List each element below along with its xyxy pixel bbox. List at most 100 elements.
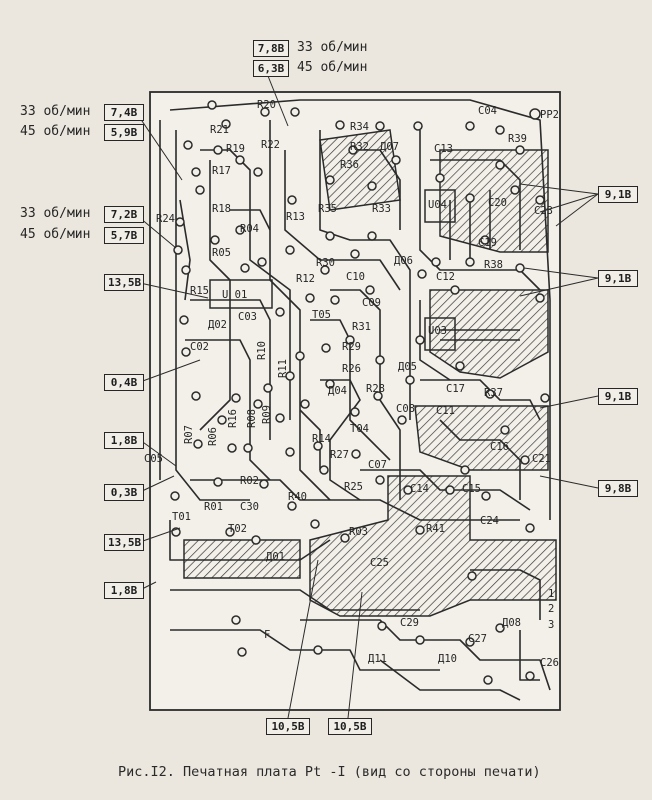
label-D07: Д07 [380, 141, 399, 153]
rpm-label-left-1b: 45 об/мин [20, 124, 91, 139]
label-D10: Д10 [438, 653, 457, 665]
voltage-box-left-6: 0,3В [104, 484, 144, 501]
label-R06: R06 [207, 427, 219, 446]
voltage-box-left-4: 0,4В [104, 374, 144, 391]
label-C15: C15 [462, 483, 481, 495]
label-R37: R37 [484, 387, 503, 399]
voltage-box-left-1a: 7,4В [104, 104, 144, 121]
label-D08: Д08 [502, 617, 521, 629]
label-R28: R28 [366, 383, 385, 395]
label-C30: C30 [240, 501, 259, 513]
label-R33: R33 [372, 203, 391, 215]
label-T05: Т05 [312, 309, 331, 321]
solder-pads [170, 100, 550, 685]
voltage-box-bottom-1: 10,5В [266, 718, 310, 735]
ic-outlines [209, 189, 456, 351]
label-R38: R38 [484, 259, 503, 271]
leader-lines [139, 75, 599, 719]
label-R07: R07 [183, 425, 195, 444]
label-pin2: 2 [548, 603, 554, 615]
label-D11: Д11 [368, 653, 387, 665]
voltage-box-top-2: 6,3В [253, 60, 289, 77]
label-pin3: 3 [548, 619, 554, 631]
label-C09: C09 [362, 297, 381, 309]
label-C05: C05 [144, 453, 163, 465]
label-pin1: 1 [548, 588, 554, 600]
label-R36: R36 [340, 159, 359, 171]
label-F: F [264, 629, 270, 641]
voltage-box-bottom-2: 10,5В [328, 718, 372, 735]
label-R32: R32 [350, 141, 369, 153]
label-C07: C07 [368, 459, 387, 471]
label-PP2: PP2 [540, 109, 559, 121]
label-R18: R18 [212, 203, 231, 215]
label-T04: Т04 [350, 423, 369, 435]
label-R35: R35 [318, 203, 337, 215]
rpm-label-left-1a: 33 об/мин [20, 104, 91, 119]
label-R25: R25 [344, 481, 363, 493]
label-C13: C13 [434, 143, 453, 155]
label-D04: Д04 [328, 385, 347, 397]
label-R05: R05 [212, 247, 231, 259]
label-R11: R11 [277, 359, 289, 378]
label-C14: C14 [410, 483, 429, 495]
voltage-box-left-2a: 7,2В [104, 206, 144, 223]
label-R24: R24 [156, 213, 175, 225]
label-R08: R08 [246, 409, 258, 428]
label-R09: R09 [261, 405, 273, 424]
label-D01: Д01 [266, 551, 285, 563]
voltage-box-left-8: 1,8В [104, 582, 144, 599]
label-R26: R26 [342, 363, 361, 375]
voltage-box-left-2b: 5,7В [104, 227, 144, 244]
label-C16: C16 [490, 441, 509, 453]
label-C11: C11 [436, 405, 455, 417]
component-labels: R20 R21 R22 R19 R17 R18 R24 R13 R35 R33 … [144, 99, 559, 669]
label-R02: R02 [240, 475, 259, 487]
voltage-box-top-1: 7,8В [253, 40, 289, 57]
label-R29: R29 [342, 341, 361, 353]
rpm-label-left-2b: 45 об/мин [20, 227, 91, 242]
label-R39: R39 [508, 133, 527, 145]
voltage-box-left-7: 13,5В [104, 534, 144, 551]
label-R14: R14 [312, 433, 331, 445]
label-R17: R17 [212, 165, 231, 177]
rpm-label-left-2a: 33 об/мин [20, 206, 91, 221]
label-C19: C19 [478, 237, 497, 249]
label-C20: C20 [488, 197, 507, 209]
label-C25: C25 [370, 557, 389, 569]
voltage-box-left-3: 13,5В [104, 274, 144, 291]
label-R10: R10 [256, 341, 268, 360]
voltage-box-right-1: 9,1В [598, 186, 638, 203]
label-R19: R19 [226, 143, 245, 155]
label-D05: Д05 [398, 361, 417, 373]
label-R20: R20 [257, 99, 276, 111]
label-R16: R16 [227, 409, 239, 428]
label-R30: R30 [316, 257, 335, 269]
label-C27: C27 [468, 633, 487, 645]
ground-planes [183, 129, 557, 617]
voltage-box-right-2: 9,1В [598, 270, 638, 287]
voltage-box-left-1b: 5,9В [104, 124, 144, 141]
label-U03: U03 [428, 325, 447, 337]
label-R22: R22 [261, 139, 280, 151]
label-D06: Д06 [394, 255, 413, 267]
label-C29: C29 [400, 617, 419, 629]
label-R15: R15 [190, 285, 209, 297]
label-R04: R04 [240, 223, 259, 235]
label-C26: C26 [540, 657, 559, 669]
voltage-box-right-3: 9,1В [598, 388, 638, 405]
label-C03: C03 [238, 311, 257, 323]
rpm-label-top-2: 45 об/мин [297, 60, 368, 75]
label-C21: C21 [532, 453, 551, 465]
label-R21: R21 [210, 124, 229, 136]
figure-caption: Рис.I2. Печатная плата Pt -I (вид со сто… [118, 764, 541, 780]
label-R40: R40 [288, 491, 307, 503]
label-C12: C12 [436, 271, 455, 283]
voltage-box-right-4: 9,8В [598, 480, 638, 497]
label-T01: Т01 [172, 511, 191, 523]
label-R01: R01 [204, 501, 223, 513]
label-U04: U04 [428, 199, 447, 211]
label-R27: R27 [330, 449, 349, 461]
label-R31: R31 [352, 321, 371, 333]
